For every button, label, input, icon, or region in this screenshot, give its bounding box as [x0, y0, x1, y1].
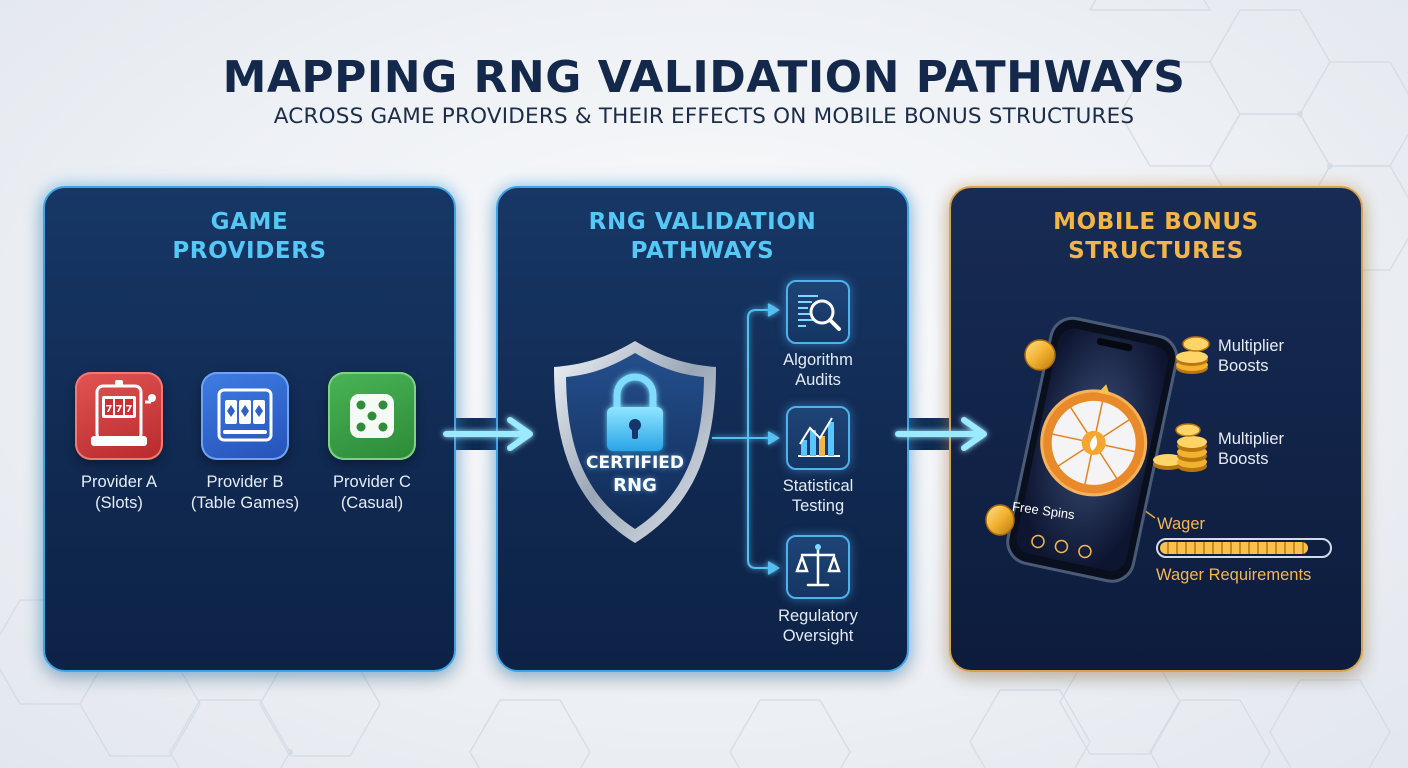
- shield-lock-icon: [554, 341, 716, 543]
- provider-label: Provider B (Table Games): [180, 472, 310, 514]
- coin-stack-icon: [1153, 423, 1207, 472]
- magnifier-code-icon: [786, 280, 850, 344]
- validation-step-line: Oversight: [782, 627, 854, 645]
- provider-label: Provider C (Casual): [307, 472, 437, 514]
- bonus-item-line: Boosts: [1218, 450, 1269, 468]
- shield-label: CERTIFIED: [586, 453, 684, 473]
- smartphone-wheel-icon: [985, 316, 1179, 583]
- validation-step-line: Audits: [795, 371, 841, 389]
- provider-type: (Table Games): [190, 494, 300, 512]
- scales-icon: [786, 535, 850, 599]
- panel-title-line: PATHWAYS: [630, 238, 775, 264]
- bar-chart-icon: [786, 406, 850, 470]
- coin-stack-icon: [1176, 336, 1210, 374]
- validation-step-line: Testing: [791, 497, 845, 515]
- validation-step-line: Algorithm: [783, 351, 853, 369]
- arrow-right-icon: [443, 417, 533, 451]
- panel-title-line: PROVIDERS: [172, 238, 327, 264]
- dice-icon: [328, 372, 416, 460]
- playing-cards-icon: [201, 372, 289, 460]
- page-title: MAPPING RNG VALIDATION PATHWAYS: [222, 52, 1186, 103]
- panel-title-line: GAME: [210, 209, 289, 235]
- wager-label: Wager: [1157, 515, 1205, 533]
- page-subtitle: ACROSS GAME PROVIDERS & THEIR EFFECTS ON…: [273, 104, 1135, 129]
- validation-step-line: Regulatory: [778, 607, 858, 625]
- wager-requirements-label: Wager Requirements: [1156, 566, 1312, 584]
- branch-lines: [712, 303, 780, 575]
- validation-step-label: Statistical Testing: [758, 476, 878, 516]
- bonus-item-line: Multiplier: [1218, 430, 1285, 448]
- panel-title: MOBILE BONUS STRUCTURES: [951, 208, 1361, 266]
- panel-title-line: MOBILE BONUS: [1053, 209, 1259, 235]
- validation-step-label: Regulatory Oversight: [758, 606, 878, 646]
- shield-label: RNG: [613, 475, 657, 496]
- svg-text:7: 7: [126, 404, 133, 415]
- provider-label: Provider A (Slots): [54, 472, 184, 514]
- svg-text:7: 7: [106, 404, 113, 415]
- provider-name: Provider B: [206, 473, 284, 491]
- bonus-item-line: Boosts: [1218, 357, 1269, 375]
- provider-name: Provider C: [333, 473, 411, 491]
- svg-text:7: 7: [116, 404, 123, 415]
- validation-step-label: Algorithm Audits: [758, 350, 878, 390]
- panel-title-line: STRUCTURES: [1068, 238, 1244, 264]
- panel-title: RNG VALIDATION PATHWAYS: [498, 208, 907, 266]
- slot-machine-icon: 7 7 7: [75, 372, 163, 460]
- bonus-item-line: Multiplier: [1218, 337, 1285, 355]
- bonus-item-label: Multiplier Boosts: [1218, 336, 1348, 376]
- wager-progress-bar: [1156, 538, 1332, 558]
- arrow-right-icon: [895, 417, 987, 451]
- provider-type: (Slots): [95, 494, 143, 512]
- validation-step-line: Statistical: [782, 477, 854, 495]
- bonus-item-label: Multiplier Boosts: [1218, 429, 1348, 469]
- provider-name: Provider A: [80, 473, 158, 491]
- provider-type: (Casual): [340, 494, 404, 512]
- panel-title: GAME PROVIDERS: [45, 208, 454, 266]
- wager-progress-fill: [1160, 542, 1308, 554]
- panel-title-line: RNG VALIDATION: [588, 209, 817, 235]
